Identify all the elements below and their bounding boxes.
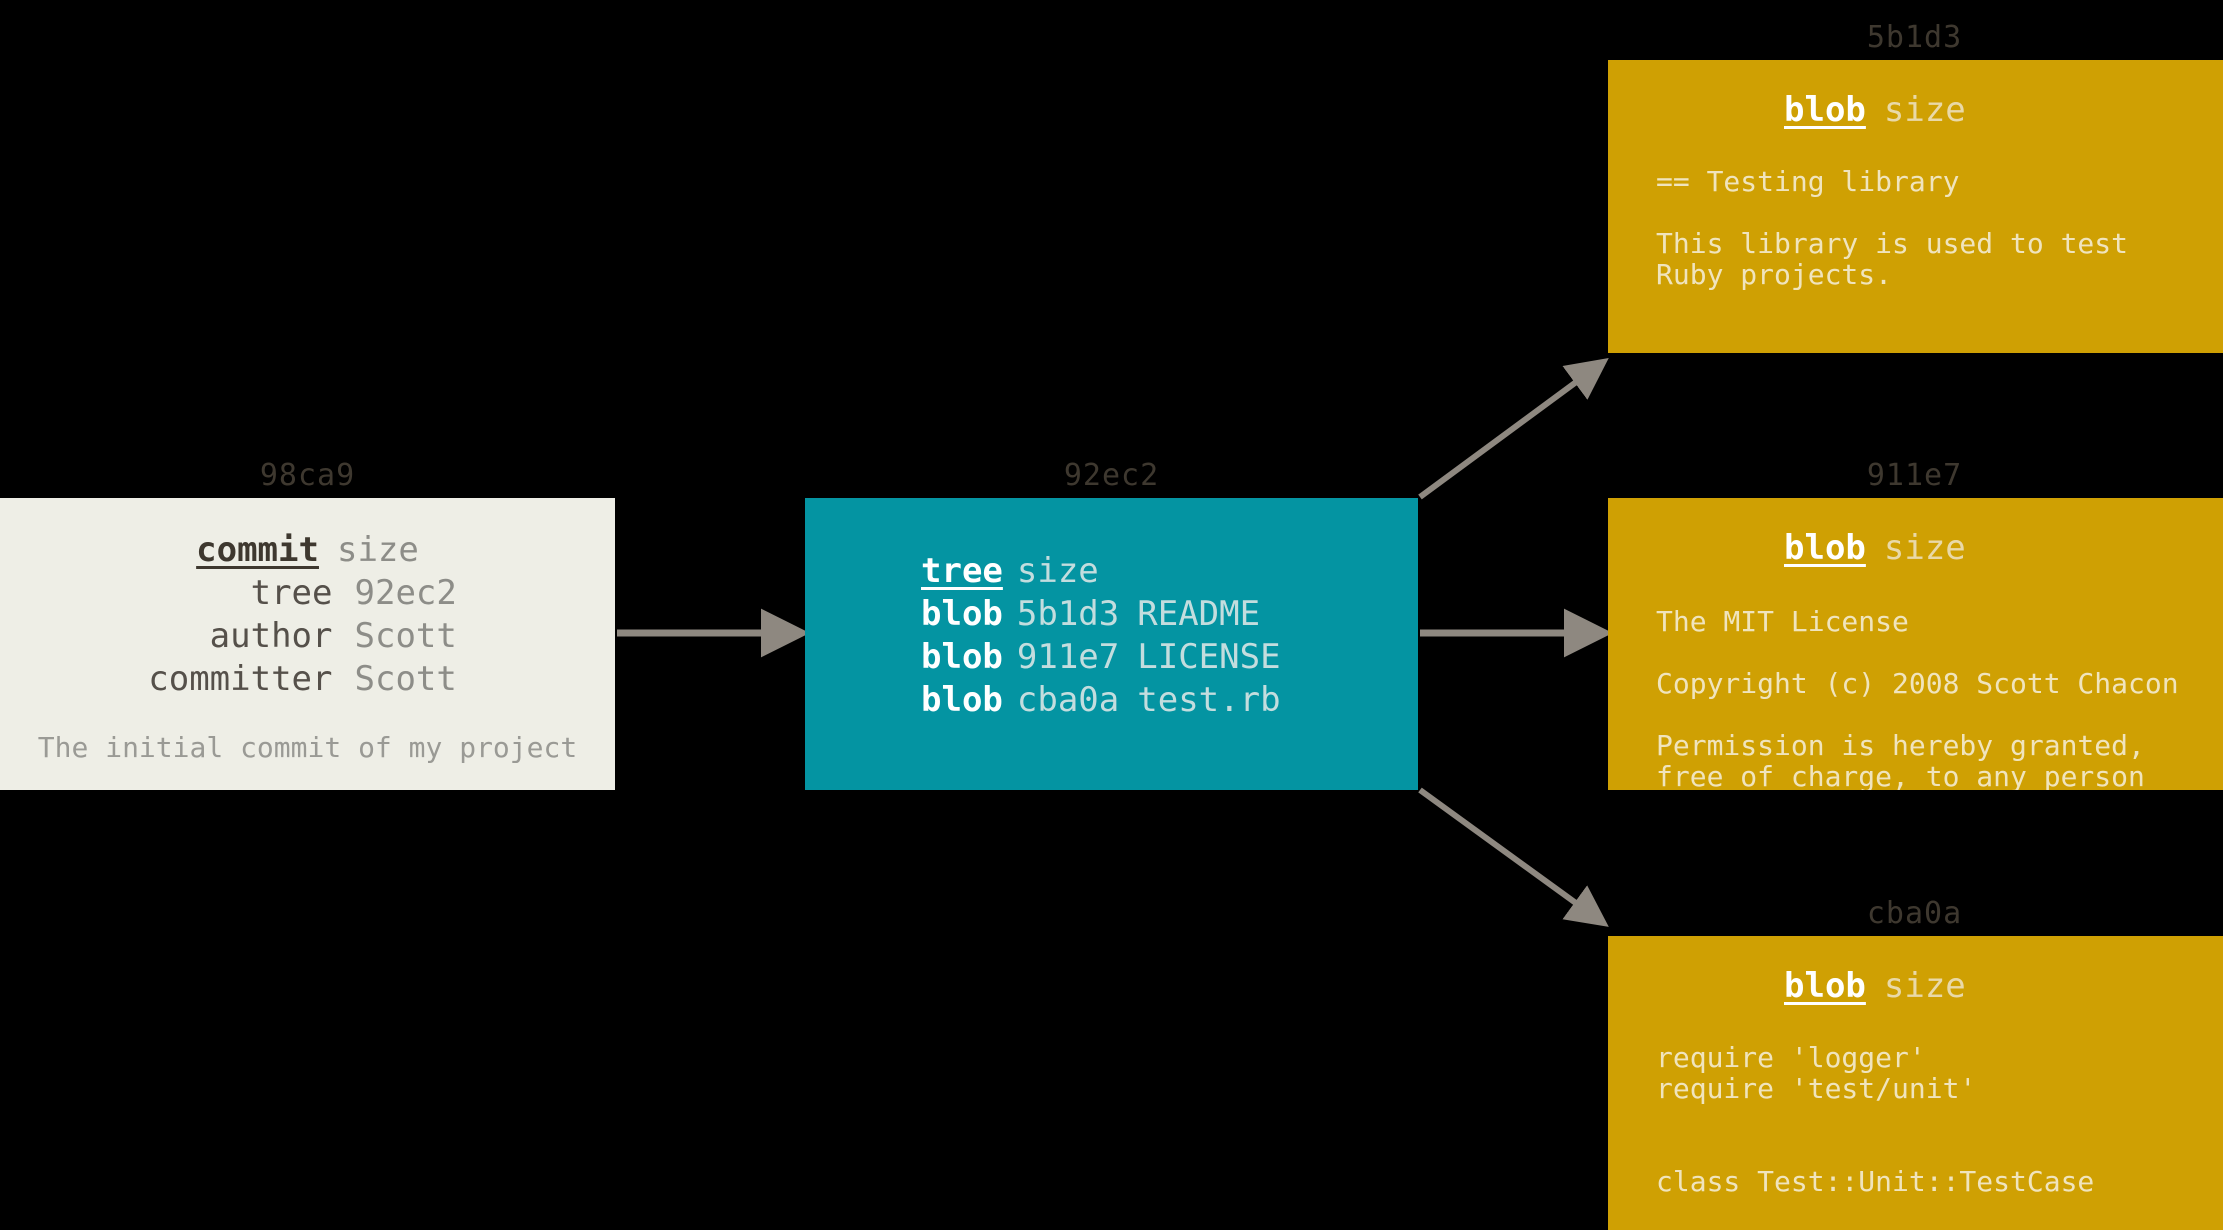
commit-header: commit size [0, 528, 615, 572]
tree-entry-hash: 5b1d3 [1016, 594, 1120, 634]
blob-type-label: blob [1784, 90, 1866, 130]
blob-cba0a-hash-label: cba0a [1866, 896, 1963, 931]
blob-content-5b1d3: == Testing library This library is used … [1656, 165, 2129, 291]
tree-hash-label: 92ec2 [1063, 458, 1160, 493]
blob-type-label: blob [1784, 966, 1866, 1006]
tree-entry-license: blob 911e7 LICENSE [921, 636, 1418, 679]
blob-content-cba0a: require 'logger' require 'test/unit' cla… [1656, 1041, 2095, 1198]
tree-header: tree size [921, 550, 1418, 593]
blob-object-node-cba0a[interactable]: blob size require 'logger' require 'test/… [1608, 936, 2223, 1230]
tree-type-label: tree [921, 551, 1003, 591]
commit-field-value: Scott [354, 659, 457, 699]
blob-content-911e7: The MIT License Copyright (c) 2008 Scott… [1656, 605, 2179, 790]
tree-entry-readme: blob 5b1d3 README [921, 593, 1418, 636]
commit-field-author: author Scott [0, 615, 615, 658]
arrow-tree-to-blob-5b1d3 [1418, 358, 1609, 500]
commit-message: The initial commit of my project [37, 731, 578, 764]
tree-entry-type: blob [921, 637, 1003, 677]
tree-entry-type: blob [921, 594, 1003, 634]
tree-entry-hash: 911e7 [1016, 637, 1120, 677]
blob-size-label: size [1883, 528, 1966, 568]
blob-header: blob size [1608, 964, 2223, 1008]
tree-entry-name: README [1137, 594, 1261, 634]
tree-object-node[interactable]: tree size blob 5b1d3 README blob 911e7 LICENS… [805, 498, 1418, 790]
commit-hash-label: 98ca9 [259, 458, 356, 493]
blob-911e7-hash-label: 911e7 [1866, 458, 1963, 493]
tree-entry-name: LICENSE [1137, 637, 1281, 677]
tree-entry-testrb: blob cba0a test.rb [921, 679, 1418, 722]
commit-field-key: tree [250, 573, 333, 613]
tree-entry-name: test.rb [1137, 680, 1281, 720]
commit-field-value: 92ec2 [354, 573, 457, 613]
tree-entry-hash: cba0a [1016, 680, 1120, 720]
tree-size-label: size [1016, 551, 1099, 591]
commit-field-tree: tree 92ec2 [0, 572, 615, 615]
blob-type-label: blob [1784, 528, 1866, 568]
arrow-tree-to-blob-cba0a [1418, 787, 1609, 927]
blob-5b1d3-hash-label: 5b1d3 [1866, 20, 1963, 55]
blob-header: blob size [1608, 526, 2223, 570]
commit-field-key: committer [148, 659, 333, 699]
tree-content: tree size blob 5b1d3 README blob 911e7 LICENS… [805, 550, 1418, 722]
commit-field-value: Scott [354, 616, 457, 656]
blob-object-node-911e7[interactable]: blob size The MIT License Copyright (c) 2… [1608, 498, 2223, 790]
tree-entry-type: blob [921, 680, 1003, 720]
commit-type-label: commit [196, 530, 319, 570]
commit-size-label: size [336, 530, 419, 570]
blob-object-node-5b1d3[interactable]: blob size == Testing library This library… [1608, 60, 2223, 353]
commit-field-committer: committer Scott [0, 658, 615, 701]
commit-field-key: author [209, 616, 333, 656]
blob-header: blob size [1608, 88, 2223, 132]
blob-size-label: size [1883, 966, 1966, 1006]
blob-size-label: size [1883, 90, 1966, 130]
